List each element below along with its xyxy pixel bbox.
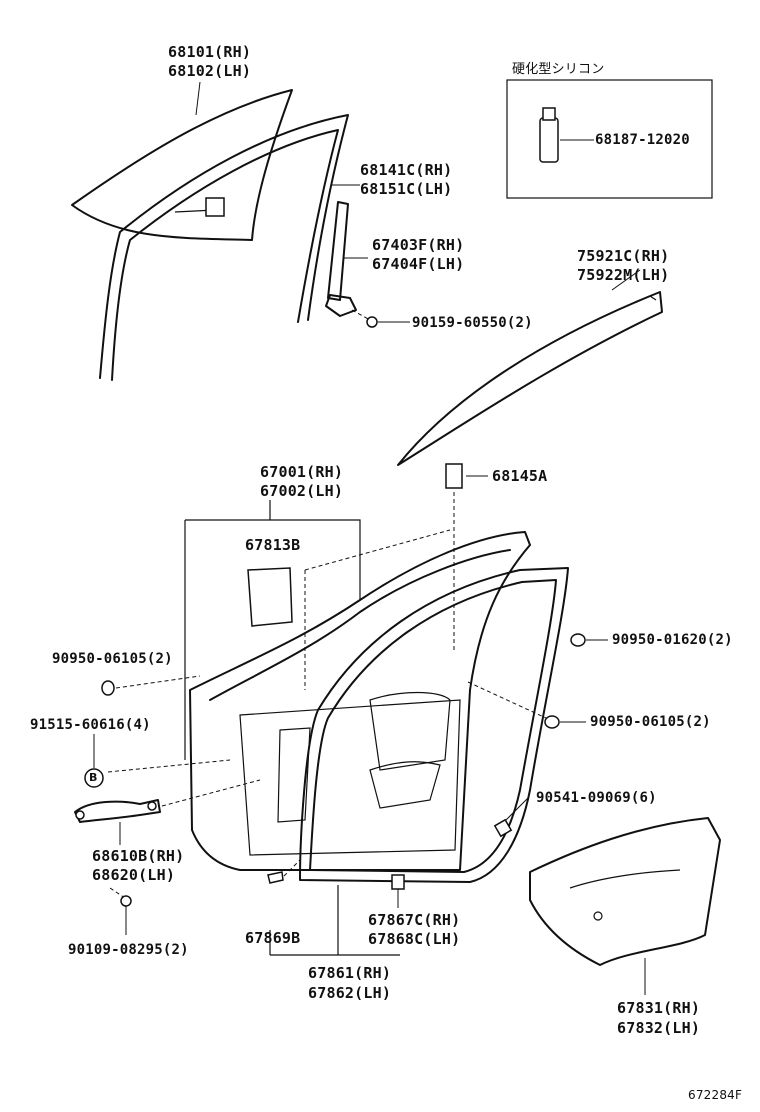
- door-check: [74, 779, 261, 845]
- label-check-bolt: 90109-08295(2): [68, 942, 189, 958]
- plug-lower-right: [467, 681, 586, 729]
- label-plug-upper-right: 90950-01620(2): [612, 632, 733, 648]
- label-clip-b: 67869B: [245, 929, 301, 947]
- diagram-code: 672284F: [688, 1088, 743, 1102]
- plug-upper-right: [570, 633, 608, 647]
- plug-left: [101, 675, 201, 696]
- label-weatherstrip-rh: 67861(RH): [308, 964, 392, 982]
- label-plug-lower-right: 90950-06105(2): [590, 714, 711, 730]
- label-panel-lh: 67002(LH): [260, 482, 344, 500]
- label-hinge-bolt: 91515-60616(4): [30, 717, 151, 733]
- label-frame-lh: 67404F(LH): [372, 255, 465, 273]
- label-glass-lh: 68102(LH): [168, 62, 252, 80]
- door-panel: [189, 529, 531, 871]
- silicone-box: [506, 79, 713, 199]
- check-bolt: [109, 887, 132, 935]
- bolt-marker-b: B: [89, 771, 98, 784]
- label-plug-left: 90950-06105(2): [52, 651, 173, 667]
- label-molding-lh: 75922M(LH): [577, 266, 670, 284]
- panel-bracket: [184, 500, 361, 760]
- hinge-bolt: [84, 734, 231, 788]
- front-frame: [325, 201, 410, 328]
- lower-clip-b: [267, 859, 301, 884]
- label-seal-sheet: 67813B: [245, 536, 301, 554]
- service-hole-cover: [529, 817, 721, 995]
- door-glass: [71, 81, 293, 241]
- label-silicone-title: 硬化型シリコン: [512, 62, 605, 77]
- label-run-lh: 68151C(LH): [360, 180, 453, 198]
- pad: [445, 463, 488, 650]
- label-cover-rh: 67831(RH): [617, 999, 701, 1017]
- label-check-lh: 68620(LH): [92, 866, 176, 884]
- label-run-rh: 68141C(RH): [360, 161, 453, 179]
- label-weatherstrip-lh: 67862(LH): [308, 984, 392, 1002]
- label-silicone-part: 68187-12020: [595, 132, 690, 148]
- label-pad: 68145A: [492, 467, 548, 485]
- clip: [493, 797, 529, 838]
- label-clip-c-lh: 67868C(LH): [368, 930, 461, 948]
- label-clip-c-rh: 67867C(RH): [368, 911, 461, 929]
- label-cover-lh: 67832(LH): [617, 1019, 701, 1037]
- label-panel-rh: 67001(RH): [260, 463, 344, 481]
- label-screw: 90159-60550(2): [412, 315, 533, 331]
- label-molding-rh: 75921C(RH): [577, 247, 670, 265]
- label-glass-rh: 68101(RH): [168, 43, 252, 61]
- lower-clip-c: [391, 874, 405, 908]
- label-check-rh: 68610B(RH): [92, 847, 185, 865]
- door-weatherstrip: [269, 567, 569, 956]
- label-clip: 90541-09069(6): [536, 790, 657, 806]
- outside-molding: [397, 269, 663, 466]
- glass-run: [99, 114, 360, 381]
- label-frame-rh: 67403F(RH): [372, 236, 465, 254]
